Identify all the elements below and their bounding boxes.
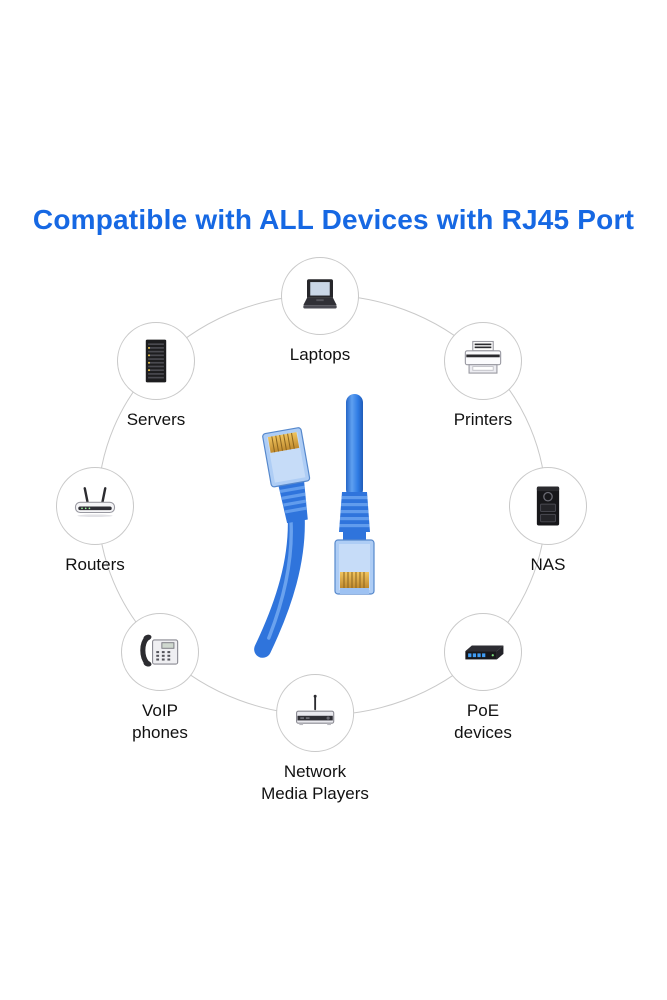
device-circle: [117, 322, 195, 400]
device-node-media-players: Network Media Players: [261, 674, 369, 805]
poe-switch-icon: [465, 645, 504, 660]
device-label: Network Media Players: [261, 762, 369, 803]
printer-icon: [464, 340, 502, 374]
device-node-laptops: Laptops: [281, 257, 359, 366]
device-label: NAS: [530, 555, 566, 574]
device-node-voip: VoIP phones: [121, 613, 199, 744]
device-label: Laptops: [289, 345, 351, 364]
device-label: Servers: [126, 410, 186, 429]
voip-phone-icon: [140, 634, 179, 667]
device-circle: [276, 674, 354, 752]
device-label: VoIP phones: [132, 701, 188, 742]
router-icon: [74, 487, 116, 518]
device-node-nas: NAS: [509, 467, 587, 576]
device-label: Routers: [65, 555, 125, 574]
device-node-poe: PoE devices: [444, 613, 522, 744]
device-node-routers: Routers: [56, 467, 134, 576]
device-circle: [281, 257, 359, 335]
nas-icon: [536, 486, 560, 526]
laptop-icon: [303, 279, 337, 309]
device-circle: [444, 613, 522, 691]
page-title: Compatible with ALL Devices with RJ45 Po…: [32, 204, 635, 235]
rj45-cable-image: [254, 394, 375, 658]
device-circle: [121, 613, 199, 691]
rj45-connector-right: [334, 394, 375, 595]
device-node-printers: Printers: [444, 322, 522, 431]
device-label: PoE devices: [454, 701, 512, 742]
device-circle: [444, 322, 522, 400]
device-label: Printers: [453, 410, 513, 429]
device-circle: [509, 467, 587, 545]
media-player-icon: [295, 694, 335, 726]
device-circle: [56, 467, 134, 545]
device-node-servers: Servers: [117, 322, 195, 431]
rj45-connector-left: [254, 427, 311, 658]
server-icon: [145, 339, 167, 383]
